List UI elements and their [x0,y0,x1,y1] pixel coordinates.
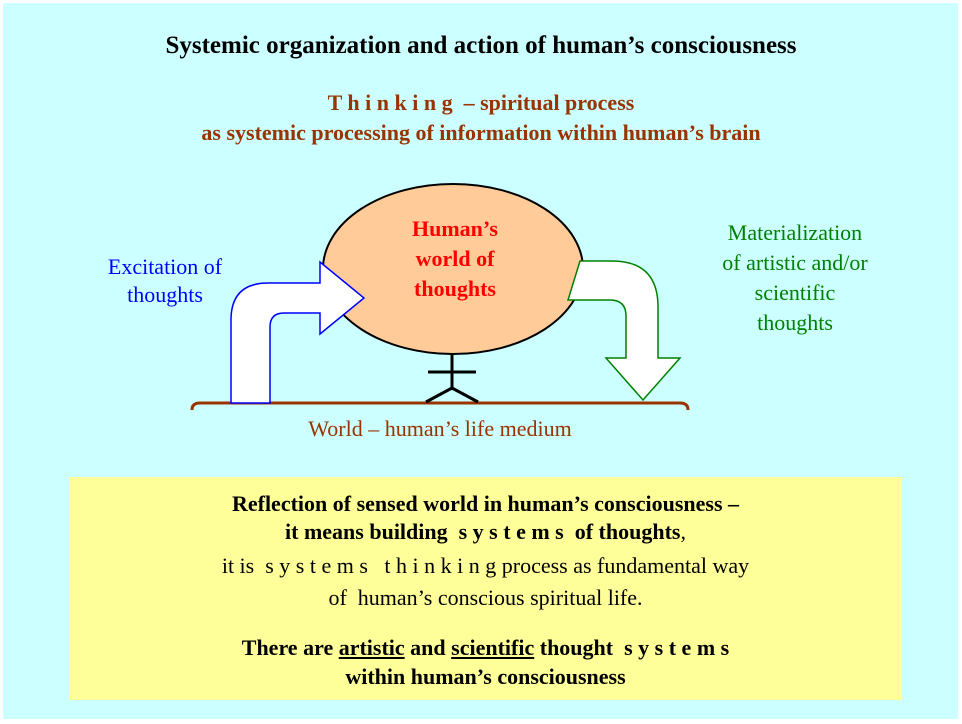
summary-line-2: it means building s y s t e m s of thoug… [69,519,902,545]
subtitle: T h i n k i n g – spiritual process as s… [0,88,962,148]
scientific-word: scientific [451,635,535,660]
excitation-arrow [230,260,366,404]
materialization-label-line-3: scientific [754,280,836,305]
subtitle-line-1: T h i n k i n g – spiritual process [327,90,635,115]
page-title: Systemic organization and action of huma… [165,32,797,59]
summary-line-5-and: and [404,635,452,660]
summary-line-3-rest: process as fundamental way [501,553,750,578]
summary-line-3: it is s y s t e m s t h i n k i n g proc… [69,553,902,579]
excitation-label: Excitation of thoughts [70,253,260,309]
summary-line-2-bold: it means building s y s t e m s of thoug… [285,519,681,544]
summary-line-4: of human’s conscious spiritual life. [328,585,643,610]
ellipse-label-line-3: thoughts [414,276,496,301]
materialization-arrow [566,260,682,402]
materialization-label: Materialization of artistic and/or scien… [680,218,910,338]
summary-line-5: There are artistic and scientific though… [69,635,902,661]
summary-line-3-spaced: it is s y s t e m s t h i n k i n g [221,553,502,578]
summary-line-6: within human’s consciousness [345,664,626,689]
subtitle-line-2: as systemic processing of information wi… [201,120,761,145]
summary-line-1: Reflection of sensed world in human’s co… [231,491,740,516]
summary-line-5-b: thought s y s t e m s [534,635,730,660]
world-label: World – human’s life medium [308,416,572,441]
ellipse-label: Human’s world of thoughts [360,214,550,304]
materialization-label-line-4: thoughts [757,310,833,335]
ellipse-label-line-1: Human’s [412,216,498,241]
materialization-label-line-2: of artistic and/or [722,250,868,275]
materialization-label-line-1: Materialization [727,220,863,245]
ellipse-stand [425,352,479,404]
excitation-label-line-1: Excitation of [107,254,223,279]
excitation-label-line-2: thoughts [127,282,203,307]
summary-box [69,477,902,700]
world-ground-line [190,401,690,411]
summary-line-2-tail: , [680,519,686,544]
ellipse-label-line-2: world of [415,246,495,271]
artistic-word: artistic [338,635,405,660]
summary-line-5-a: There are [241,635,339,660]
